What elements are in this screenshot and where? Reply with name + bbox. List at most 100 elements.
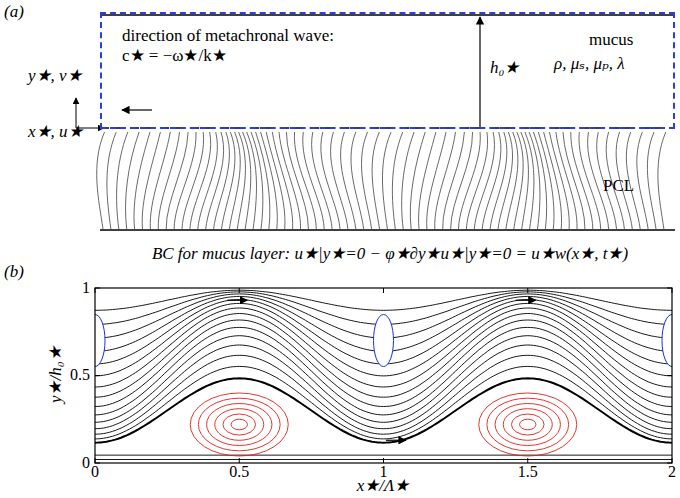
tick-label: 1.5 (518, 463, 538, 481)
cilium (362, 132, 372, 229)
cilium (525, 132, 534, 229)
tick-label: 1 (82, 279, 90, 297)
panel-letter: (a) (4, 2, 24, 22)
cilium (514, 132, 523, 229)
cilium (107, 132, 116, 229)
recirculation-loop (479, 393, 577, 456)
recirculation-loop (207, 404, 272, 446)
cilium (286, 132, 308, 229)
tick (239, 288, 240, 293)
tick (383, 288, 384, 293)
tick (527, 288, 528, 293)
flow-arrow (516, 300, 536, 301)
tick-label: 0.5 (70, 366, 90, 384)
cilium (451, 132, 473, 229)
cilium (637, 132, 648, 229)
boundary-condition: BC for mucus layer: u★|y★=0 − φ★∂y★u★|y★… (152, 244, 628, 264)
recirculation-loop (374, 315, 394, 367)
axis-title: y★/h₀★ (45, 347, 65, 404)
cilium (247, 132, 257, 229)
tick (95, 458, 96, 463)
tick (95, 375, 100, 376)
cilium (261, 132, 278, 229)
recirculation-loop (223, 414, 256, 435)
wave-direction-arrow (122, 109, 152, 110)
cilium (251, 132, 263, 229)
recirculation-loop (487, 398, 569, 451)
cilium (382, 132, 391, 229)
cilium (579, 132, 601, 229)
recirculation-loop (190, 393, 288, 456)
cilium (222, 132, 235, 229)
cilium (571, 132, 593, 229)
recirculation-loop (231, 419, 247, 430)
recirculation-loop (215, 409, 264, 441)
streamline (95, 303, 672, 376)
streamline (95, 308, 672, 387)
recirculation-loop (503, 409, 552, 441)
cilium (331, 132, 348, 229)
tick-label: 0.5 (229, 463, 249, 481)
recirculation-loop (95, 315, 105, 367)
tick (95, 288, 100, 289)
cilium (206, 132, 224, 229)
cilium (229, 132, 240, 229)
flow-arrow (227, 300, 247, 301)
mucus-top-line (100, 14, 675, 16)
cilium (490, 132, 507, 229)
cilium (126, 132, 140, 229)
cilium (312, 132, 332, 229)
mucus-region: direction of metachronal wave: c★ = −ω★/… (100, 12, 675, 129)
streamlines (95, 290, 672, 459)
cilia (97, 132, 666, 229)
cilium (410, 132, 425, 229)
tick-label: 2 (668, 463, 676, 481)
wall-line (100, 229, 675, 231)
recirculation-loop (198, 398, 280, 451)
cilium (237, 132, 245, 229)
cilium (443, 132, 465, 229)
cilium (550, 132, 570, 229)
tick (239, 458, 240, 463)
tick (527, 458, 528, 463)
tick (383, 458, 384, 463)
cilium (214, 132, 230, 229)
recirculation-loop (511, 414, 544, 435)
cilium (272, 132, 292, 229)
cilium (474, 132, 494, 229)
streamline (95, 378, 672, 442)
cilium (166, 132, 188, 229)
tick (672, 458, 673, 463)
cilium (402, 132, 414, 229)
panel-letter: (b) (4, 262, 24, 282)
height-arrow (479, 17, 480, 127)
tick (667, 288, 672, 289)
cilium (372, 132, 379, 229)
axis-label: x★, u★ (28, 122, 83, 142)
cilium (538, 132, 554, 229)
ticks (95, 288, 672, 463)
cilium (198, 132, 218, 229)
cilium (294, 132, 316, 229)
cilium (521, 132, 529, 229)
streamline (95, 366, 672, 439)
tick (95, 288, 96, 293)
height-label: h₀★ (490, 58, 519, 78)
tick-label: 0 (82, 454, 90, 472)
recirculation-loop (520, 419, 536, 430)
streamline (95, 455, 672, 456)
axis-label: y★, v★ (28, 66, 82, 86)
tick (667, 375, 672, 376)
tick-label: 0 (91, 463, 99, 481)
cilium (243, 132, 251, 229)
tick-label: 1 (380, 463, 388, 481)
cilium (97, 132, 105, 229)
cilium (647, 132, 656, 229)
cilium (256, 132, 270, 229)
streamline (95, 314, 672, 398)
cilium (563, 132, 585, 229)
region-label: PCL (603, 176, 634, 196)
cilium (482, 132, 501, 229)
recirculation-loop (662, 315, 672, 367)
mucus-label: mucus (589, 30, 633, 50)
